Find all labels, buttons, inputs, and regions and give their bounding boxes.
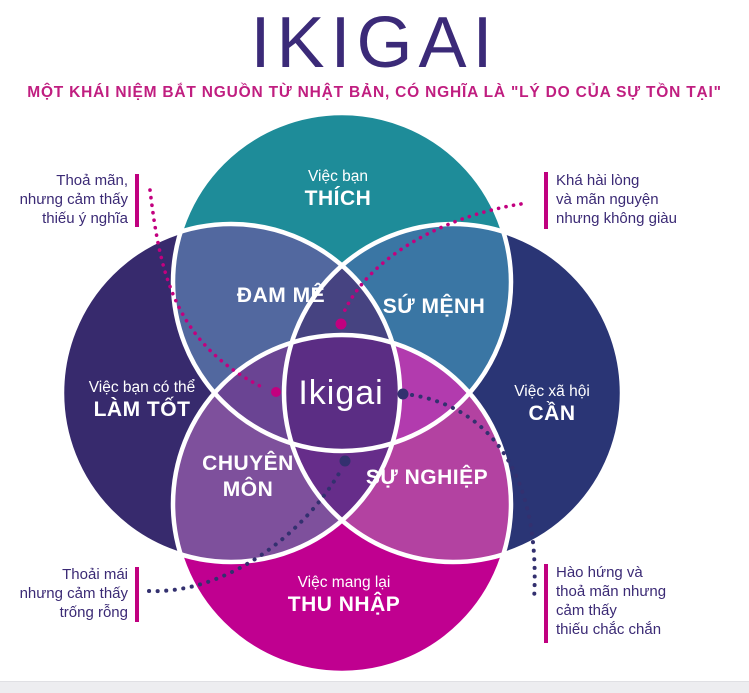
label-world-needs-line2: CẦN — [528, 402, 576, 425]
annotation-bottom-right: Hào hứng và thoả mãn nhưng cảm thấy thiế… — [556, 564, 667, 638]
footer-strip — [0, 681, 749, 693]
page-subtitle: MỘT KHÁI NIỆM BẮT NGUỒN TỪ NHẬT BẢN, CÓ … — [27, 84, 722, 101]
label-vocation: SỰ NGHIỆP — [365, 466, 489, 489]
label-paid-for-line1: Việc mang lại — [297, 574, 391, 591]
label-paid-for: Việc mang lại THU NHẬP — [288, 573, 401, 617]
annotation-bottom-left: Thoải mái nhưng cảm thấy trống rỗng — [19, 566, 128, 621]
label-passion: ĐAM MÊ — [236, 284, 326, 307]
label-good-at-line2: LÀM TỐT — [93, 398, 191, 421]
label-paid-for-line2: THU NHẬP — [287, 593, 401, 616]
annotation-top-left: Thoả mãn, nhưng cảm thấy thiếu ý nghĩa — [19, 172, 128, 227]
connector-bottom-right-line — [410, 393, 537, 602]
label-love: Việc bạn THÍCH — [305, 167, 372, 211]
label-profession: CHUYÊN MÔN — [202, 452, 294, 501]
label-good-at: Việc bạn có thể LÀM TỐT — [89, 378, 196, 422]
connector-bottom-left-line — [147, 468, 343, 594]
annotation-bar-bottom-left — [135, 567, 139, 622]
circle-love-outline — [170, 110, 514, 454]
annotation-bar-bottom-right — [544, 564, 548, 643]
annotation-bar-top-right — [544, 172, 548, 229]
label-mission: SỨ MỆNH — [382, 295, 486, 318]
label-love-line2: THÍCH — [304, 187, 372, 210]
connector-top-right-dot — [335, 318, 347, 330]
label-world-needs-line1: Việc xã hội — [514, 383, 590, 400]
annotation-top-right: Khá hài lòng và mãn nguyện nhưng không g… — [556, 172, 677, 227]
label-world-needs: Việc xã hội CẦN — [514, 382, 590, 426]
connector-top-left-line — [148, 188, 268, 391]
connector-bottom-left-dot — [339, 455, 351, 467]
label-ikigai-center: Ikigai — [298, 374, 384, 412]
circle-world-needs-outline — [281, 221, 625, 565]
label-good-at-line1: Việc bạn có thể — [88, 379, 196, 396]
page-title: IKIGAI — [250, 3, 499, 83]
label-love-line1: Việc bạn — [307, 168, 369, 185]
connector-bottom-right-dot — [397, 388, 409, 400]
connector-top-right-line — [341, 202, 523, 316]
connector-top-left-dot — [271, 387, 281, 397]
circle-paid-for-outline — [170, 332, 514, 676]
annotation-bar-top-left — [135, 174, 139, 227]
